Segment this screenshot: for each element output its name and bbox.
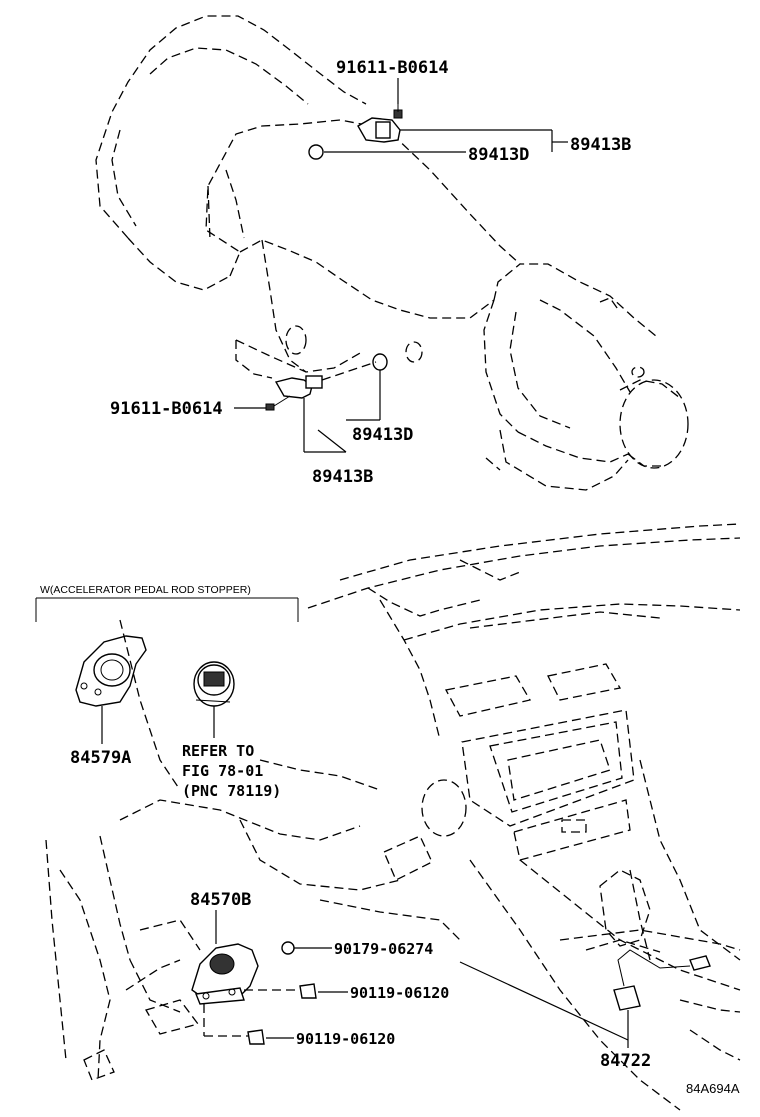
bolt-top-label: 91611-B0614 (336, 58, 449, 78)
mid-leader-lines (234, 370, 381, 453)
clip-label: 90179-06274 (334, 940, 433, 958)
bolt-mid-label: 91611-B0614 (110, 399, 223, 419)
speed-sensor-top (308, 104, 403, 160)
screw-2-label: 90119-06120 (296, 1030, 395, 1048)
pedal-rod-part (193, 661, 235, 707)
shift-switch-part (613, 949, 711, 1011)
pedal-sensor-part (191, 943, 259, 1005)
shift-switch-label: 84722 (600, 1051, 651, 1071)
screw-2-part (203, 1004, 265, 1045)
clip-part (281, 941, 295, 955)
stopper-note: W(ACCELERATOR PEDAL ROD STOPPER) (40, 584, 251, 596)
speed-sensor-mid (265, 353, 388, 411)
diagram-code: 84A694A (686, 1081, 740, 1096)
oring-top-label: 89413D (468, 145, 529, 165)
screw-1-label: 90119-06120 (350, 984, 449, 1002)
sensor-mid-label: 89413B (312, 467, 373, 487)
top-leader-lines (324, 78, 568, 153)
transmission-illustration (95, 15, 689, 491)
dashboard-illustration (45, 523, 741, 1111)
refer-line-2: FIG 78-01 (182, 762, 263, 780)
oring-mid-label: 89413D (352, 425, 413, 445)
refer-line-3: (PNC 78119) (182, 782, 281, 800)
refer-line-1: REFER TO (182, 742, 254, 760)
screw-1-part (244, 983, 317, 999)
sensor-top-label: 89413B (570, 135, 631, 155)
stopper-label: 84579A (70, 748, 131, 768)
stopper-inset-bracket (35, 597, 299, 622)
stopper-part (75, 635, 147, 707)
pedal-sensor-label: 84570B (190, 890, 251, 910)
